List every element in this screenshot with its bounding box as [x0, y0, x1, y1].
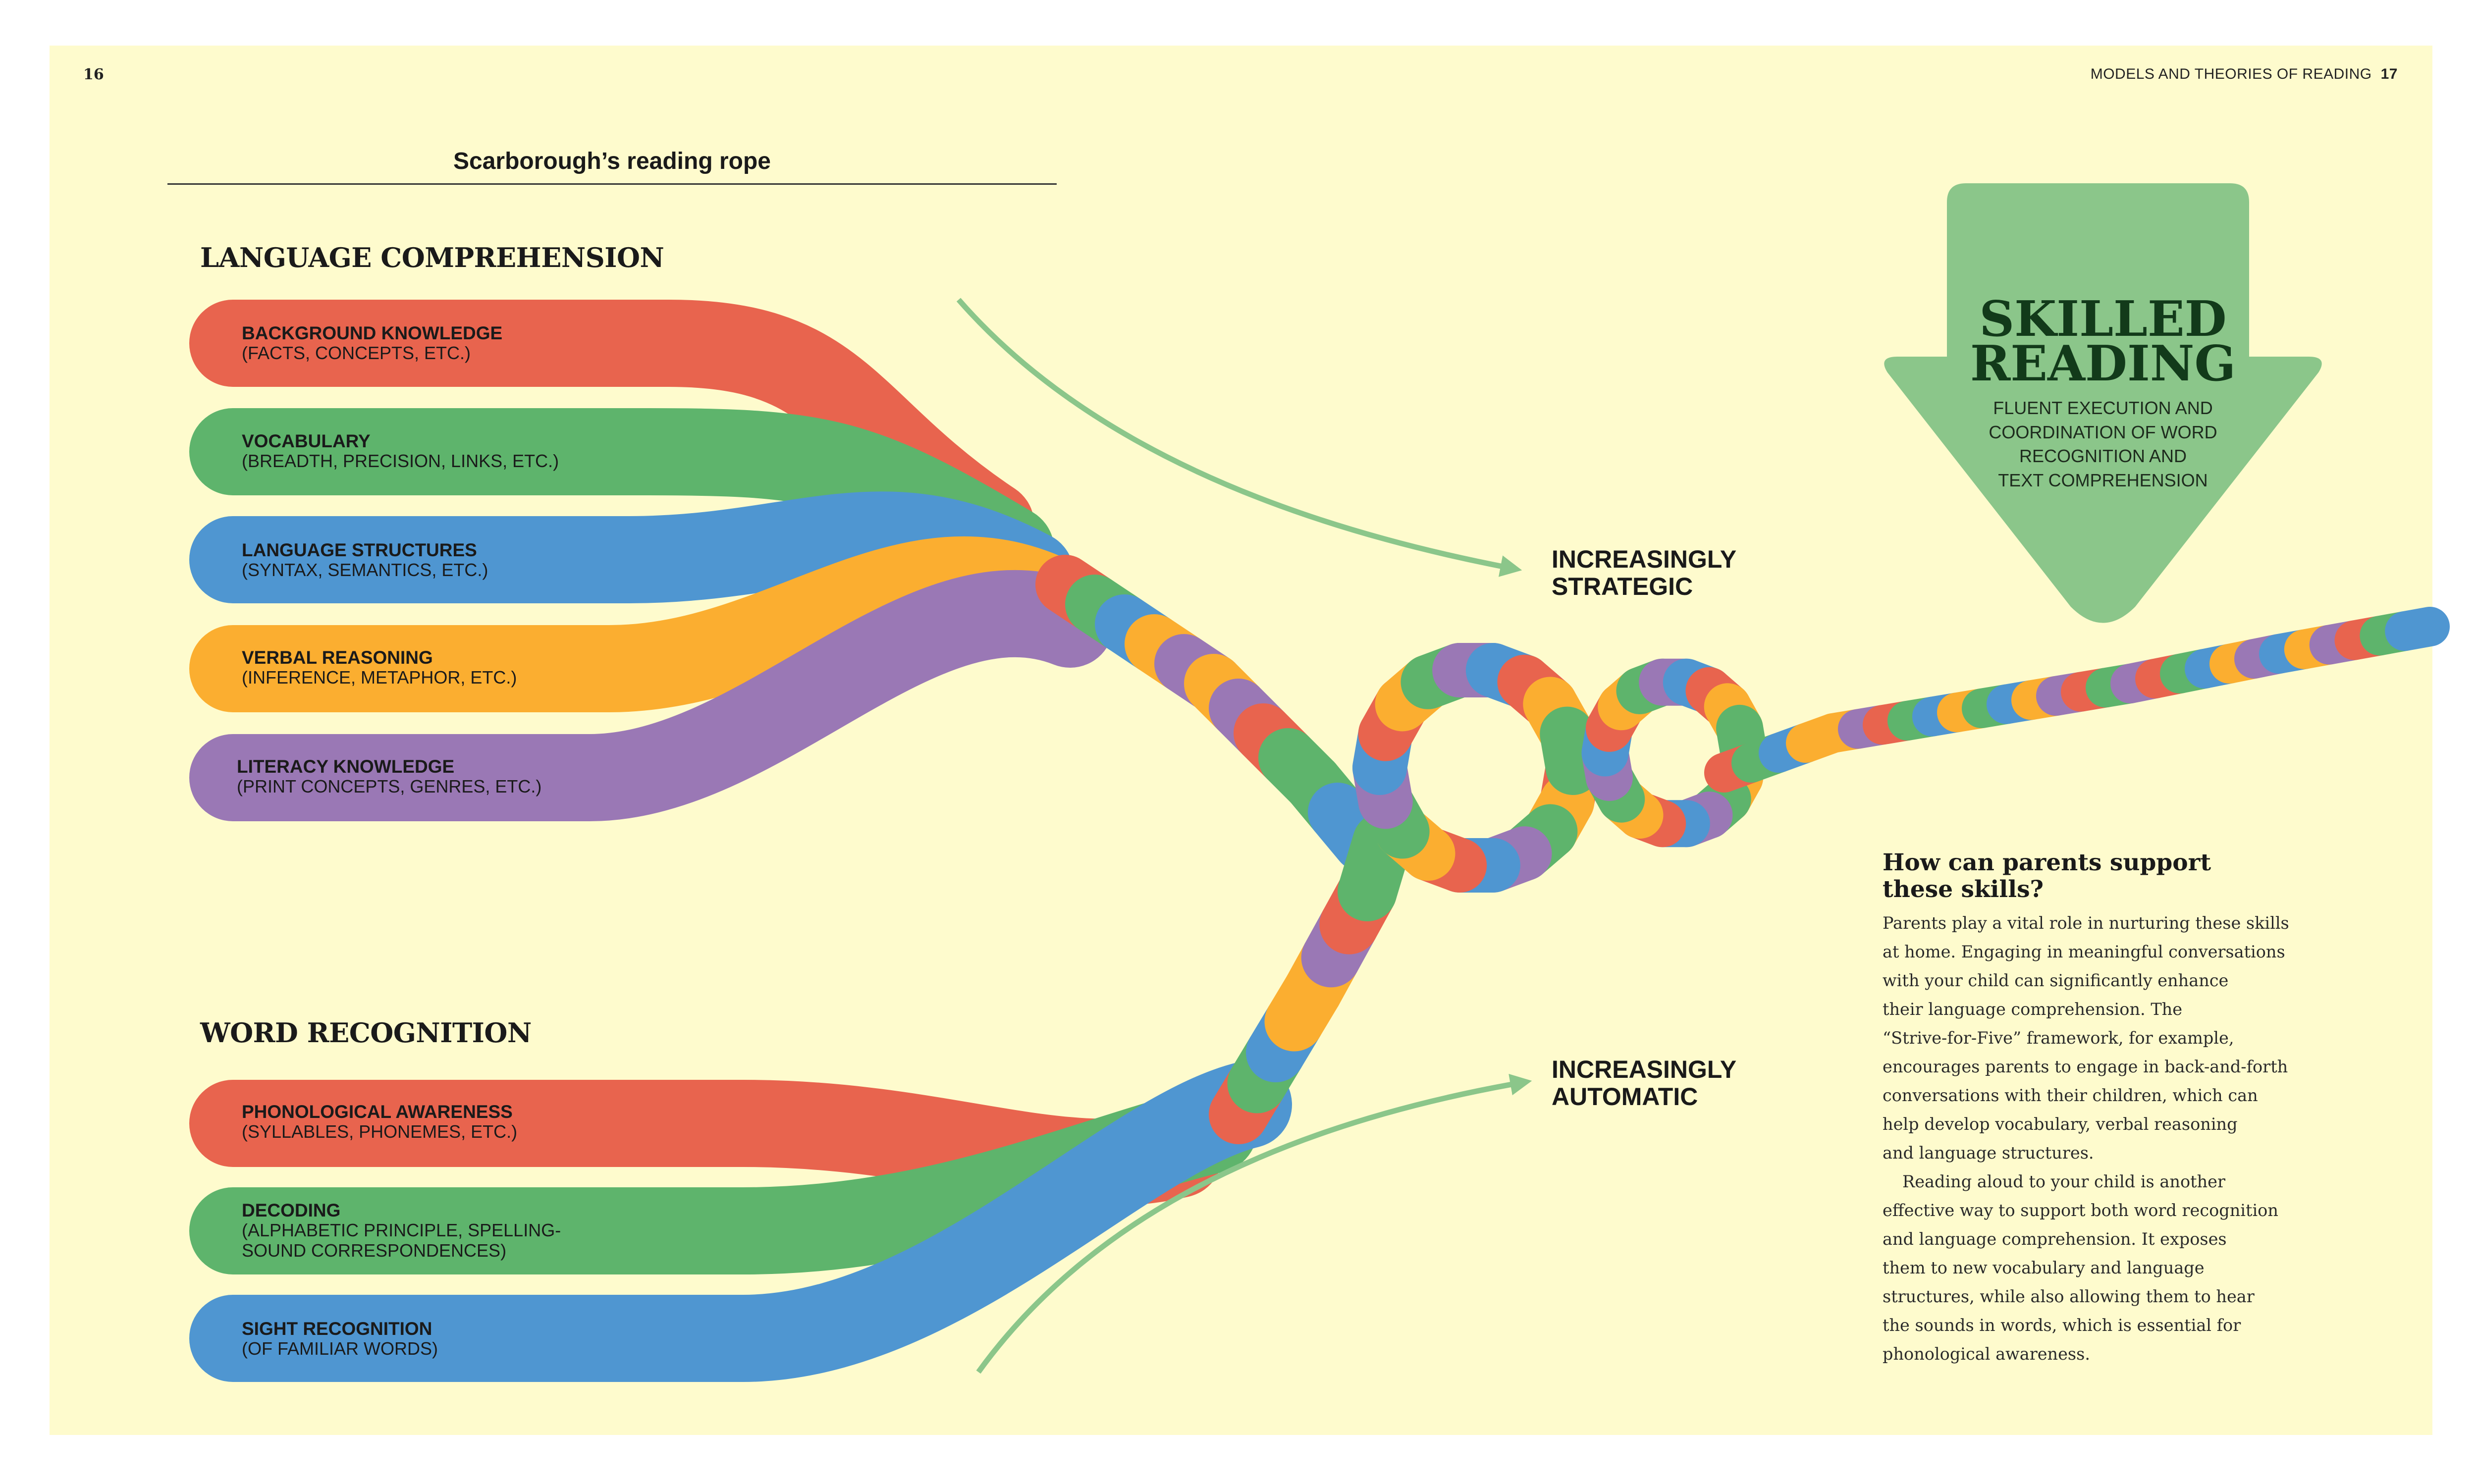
strand-desc-line: SOUND CORRESPONDENCES) — [242, 1240, 507, 1261]
strand-desc-line: (PRINT CONCEPTS, GENRES, ETC.) — [237, 776, 542, 797]
sidebar-body: Parents play a vital role in nurturing t… — [1883, 909, 2328, 1369]
strand-label-vocabulary: VOCABULARY (BREADTH, PRECISION, LINKS, E… — [242, 431, 559, 472]
strand-name: VOCABULARY — [242, 431, 371, 451]
body-line: Parents play a vital role in nurturing t… — [1883, 913, 2289, 933]
strand-desc-line: (INFERENCE, METAPHOR, ETC.) — [242, 667, 517, 688]
word-recognition-heading: WORD RECOGNITION — [200, 1017, 532, 1049]
strand-name: LITERACY KNOWLEDGE — [237, 756, 455, 777]
increasingly-strategic-label: INCREASINGLY STRATEGIC — [1552, 546, 1736, 600]
strand-desc: (ALPHABETIC PRINCIPLE, SPELLING-SOUND CO… — [242, 1220, 561, 1261]
rope-tail-segment — [2385, 607, 2450, 651]
diagram-title: Scarborough’s reading rope — [453, 148, 771, 174]
strand-label-background-knowledge: BACKGROUND KNOWLEDGE (FACTS, CONCEPTS, E… — [242, 323, 502, 364]
strand-desc: (SYLLABLES, PHONEMES, ETC.) — [242, 1122, 517, 1142]
strand-label-language-structures: LANGUAGE STRUCTURES (SYNTAX, SEMANTICS, … — [242, 540, 488, 581]
strand-desc-line: (SYNTAX, SEMANTICS, ETC.) — [242, 560, 488, 581]
wr-strand — [189, 1061, 1292, 1382]
body-line: and language comprehension. It exposes — [1883, 1229, 2227, 1249]
body-line: them to new vocabulary and language — [1883, 1258, 2205, 1277]
running-header: MODELS AND THEORIES OF READING 17 — [2091, 66, 2398, 83]
strand-name: VERBAL REASONING — [242, 647, 433, 668]
body-line: their language comprehension. The — [1883, 1000, 2183, 1019]
increasingly-automatic-label: INCREASINGLY AUTOMATIC — [1552, 1056, 1736, 1111]
title-line: READING — [1970, 335, 2236, 393]
strategic-arrow — [956, 298, 1522, 577]
desc-line: TEXT COMPREHENSION — [1998, 470, 2208, 490]
strand-name: PHONOLOGICAL AWARENESS — [242, 1102, 513, 1122]
label-line: STRATEGIC — [1552, 573, 1693, 600]
word-recognition-strands — [189, 1061, 1292, 1382]
lower-braid-segment — [1338, 812, 1412, 921]
automatic-arrow — [976, 1073, 1532, 1374]
strand-label-literacy-knowledge: LITERACY KNOWLEDGE (PRINT CONCEPTS, GENR… — [237, 756, 541, 797]
label-line: INCREASINGLY — [1552, 545, 1737, 573]
right-page-number: 17 — [2380, 66, 2398, 82]
strand-desc: (INFERENCE, METAPHOR, ETC.) — [242, 668, 517, 688]
label-line: INCREASINGLY — [1552, 1056, 1737, 1083]
running-title: MODELS AND THEORIES OF READING — [2090, 66, 2372, 82]
strand-desc: (OF FAMILIAR WORDS) — [242, 1339, 438, 1359]
heading-line: How can parents support — [1883, 849, 2211, 876]
strand-desc-line: (ALPHABETIC PRINCIPLE, SPELLING- — [242, 1220, 561, 1241]
strand-desc-line: (SYLLABLES, PHONEMES, ETC.) — [242, 1121, 518, 1142]
strand-name: LANGUAGE STRUCTURES — [242, 540, 477, 560]
skilled-reading-title: SKILLED READING — [1942, 291, 2264, 393]
body-line: at home. Engaging in meaningful conversa… — [1883, 942, 2285, 961]
body-line: structures, while also allowing them to … — [1883, 1287, 2255, 1306]
sidebar-heading: How can parents support these skills? — [1883, 849, 2328, 903]
title-rule — [167, 183, 1057, 185]
body-line: encourages parents to engage in back-and… — [1883, 1057, 2288, 1076]
heading-line: these skills? — [1883, 876, 2044, 903]
strand-desc-line: (BREADTH, PRECISION, LINKS, ETC.) — [242, 451, 559, 472]
body-line: help develop vocabulary, verbal reasonin… — [1883, 1114, 2238, 1134]
braided-rope — [1035, 555, 2450, 1144]
strand-desc-line: (FACTS, CONCEPTS, ETC.) — [242, 343, 471, 364]
desc-line: COORDINATION OF WORD — [1989, 422, 2217, 442]
body-line: with your child can significantly enhanc… — [1883, 971, 2229, 990]
skilled-reading-description: FLUENT EXECUTION AND COORDINATION OF WOR… — [1942, 396, 2264, 492]
left-page-number: 16 — [83, 66, 104, 83]
language-comprehension-heading: LANGUAGE COMPREHENSION — [200, 242, 664, 273]
body-line: the sounds in words, which is essential … — [1883, 1316, 2241, 1335]
skilled-reading-arrow — [1884, 183, 2322, 623]
strand-name: DECODING — [242, 1200, 341, 1220]
title-line: SKILLED — [1979, 291, 2227, 348]
body-line: and language structures. — [1883, 1143, 2094, 1163]
strand-desc-line: (OF FAMILIAR WORDS) — [242, 1338, 438, 1359]
lc-strand — [189, 570, 1114, 821]
strand-desc: (FACTS, CONCEPTS, ETC.) — [242, 343, 502, 364]
body-line: “Strive-for-Five” framework, for example… — [1883, 1028, 2234, 1048]
label-line: AUTOMATIC — [1552, 1083, 1698, 1111]
strand-desc: (SYNTAX, SEMANTICS, ETC.) — [242, 560, 488, 581]
strand-name: SIGHT RECOGNITION — [242, 1319, 432, 1339]
strand-label-phonological-awareness: PHONOLOGICAL AWARENESS (SYLLABLES, PHONE… — [242, 1102, 517, 1142]
desc-line: FLUENT EXECUTION AND — [1993, 398, 2213, 418]
strand-desc: (PRINT CONCEPTS, GENRES, ETC.) — [237, 776, 542, 797]
desc-line: RECOGNITION AND — [2019, 446, 2187, 467]
body-line: conversations with their children, which… — [1883, 1086, 2258, 1105]
strand-label-verbal-reasoning: VERBAL REASONING (INFERENCE, METAPHOR, E… — [242, 647, 517, 688]
strand-label-sight-recognition: SIGHT RECOGNITION (OF FAMILIAR WORDS) — [242, 1319, 438, 1359]
rope-loop-segment — [1540, 706, 1600, 795]
body-line: Reading aloud to your child is another — [1902, 1172, 2225, 1191]
body-line: phonological awareness. — [1883, 1344, 2090, 1364]
strand-label-decoding: DECODING (ALPHABETIC PRINCIPLE, SPELLING… — [242, 1200, 561, 1261]
strand-desc: (BREADTH, PRECISION, LINKS, ETC.) — [242, 451, 559, 472]
language-comprehension-strands — [189, 300, 1114, 821]
strand-name: BACKGROUND KNOWLEDGE — [242, 323, 503, 343]
body-line: effective way to support both word recog… — [1883, 1201, 2278, 1220]
